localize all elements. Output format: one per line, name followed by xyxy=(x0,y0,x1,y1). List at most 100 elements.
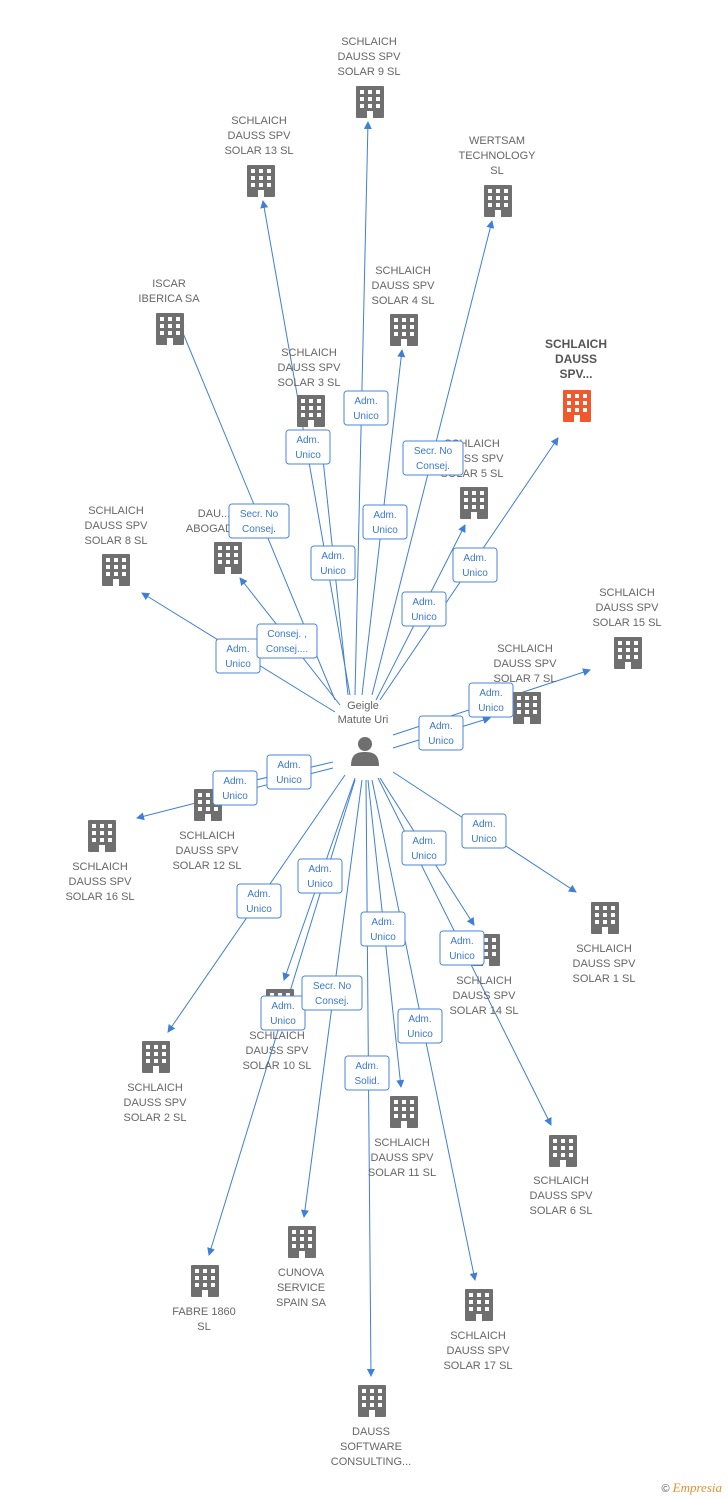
company-label-line: SERVICE xyxy=(277,1282,325,1294)
brand-logo[interactable]: Empresia xyxy=(672,1480,722,1495)
company-label-line: TECHNOLOGY xyxy=(458,150,536,162)
company-label-line: SPV... xyxy=(560,367,593,381)
building-icon xyxy=(356,86,384,118)
company-label-line: DAUSS SPV xyxy=(596,602,660,614)
relation-box xyxy=(452,547,498,583)
company-node-abogados[interactable]: DAU...ABOGAD... xyxy=(186,508,242,574)
relation-label-highlight[interactable]: Adm.Unico xyxy=(452,547,498,583)
company-label-line: SCHLAICH xyxy=(281,347,337,359)
relation-label-solar6[interactable]: Adm.Unico xyxy=(439,930,485,966)
company-label-line: SOLAR 4 SL xyxy=(372,295,435,307)
relation-text: Adm. xyxy=(277,760,300,771)
relation-label-solar7[interactable]: Adm.Unico xyxy=(418,715,464,751)
relation-box xyxy=(344,1055,390,1091)
company-label-line: DAUSS SPV xyxy=(338,51,402,63)
relation-text: Adm. xyxy=(308,864,331,875)
building-icon xyxy=(142,1041,170,1073)
relation-label-solar2[interactable]: Adm.Unico xyxy=(236,883,282,919)
relation-box xyxy=(468,682,514,718)
building-icon xyxy=(390,314,418,346)
relation-text: Unico xyxy=(411,851,437,862)
company-label-line: SOLAR 10 SL xyxy=(242,1060,311,1072)
relation-text: Unico xyxy=(462,568,488,579)
relation-label-solar1[interactable]: Adm.Unico xyxy=(461,813,507,849)
company-label-line: SCHLAICH xyxy=(249,1030,305,1042)
center-person[interactable]: Geigle Matute Uri xyxy=(338,700,389,766)
relation-box xyxy=(301,975,363,1011)
company-label-line: DAUSS SPV xyxy=(371,1152,435,1164)
relation-text: Consej. xyxy=(242,524,276,535)
relation-label-solar17[interactable]: Adm.Unico xyxy=(397,1008,443,1044)
relation-label-solar3[interactable]: Adm.Unico xyxy=(310,545,356,581)
relation-label-solar4[interactable]: Adm.Unico xyxy=(362,504,408,540)
relation-text: Unico xyxy=(307,879,333,890)
company-node-highlight[interactable]: SCHLAICHDAUSSSPV... xyxy=(545,337,607,422)
building-icon xyxy=(460,487,488,519)
relation-label-fabre[interactable]: Adm.Unico xyxy=(260,995,306,1031)
relation-text: Unico xyxy=(246,904,272,915)
relation-box xyxy=(362,504,408,540)
company-label-line: SOLAR 6 SL xyxy=(530,1205,593,1217)
building-icon xyxy=(563,390,591,422)
company-label-line: SOLAR 8 SL xyxy=(85,535,148,547)
relation-text: Unico xyxy=(407,1029,433,1040)
relation-box xyxy=(401,830,447,866)
relation-label-solar14[interactable]: Adm. Unico xyxy=(401,830,447,866)
relation-label-solar10[interactable]: Adm. Unico xyxy=(297,858,343,894)
relation-label-solar15[interactable]: Adm.Unico xyxy=(468,682,514,718)
relation-box xyxy=(461,813,507,849)
company-label-line: SCHLAICH xyxy=(341,36,397,48)
relation-box xyxy=(228,503,290,539)
relation-box xyxy=(343,390,389,426)
building-icon xyxy=(288,1226,316,1258)
relation-text: Consej.... xyxy=(266,644,308,655)
relation-label-abogados[interactable]: Consej. ,Consej.... xyxy=(256,623,318,659)
relation-text: Unico xyxy=(222,791,248,802)
company-label-line: SCHLAICH xyxy=(497,643,553,655)
relation-label-solar16[interactable]: Adm.Unico xyxy=(212,770,258,806)
building-icon xyxy=(513,692,541,724)
relation-text: Unico xyxy=(295,450,321,461)
relation-text: Adm. xyxy=(355,1061,378,1072)
relation-text: Secr. No xyxy=(414,446,453,457)
relation-text: Adm. xyxy=(296,435,319,446)
relation-label-solar9[interactable]: Adm.Unico xyxy=(343,390,389,426)
relation-label-solar12[interactable]: Adm.Unico xyxy=(266,754,312,790)
relation-label-solar13[interactable]: Adm. Unico xyxy=(285,429,331,465)
company-node-dauss_sw[interactable]: DAUSSSOFTWARECONSULTING... xyxy=(331,1385,411,1468)
company-label-line: SOLAR 1 SL xyxy=(573,973,636,985)
relation-text: Unico xyxy=(411,612,437,623)
relation-label-solar8[interactable]: Adm.Unico xyxy=(215,638,261,674)
relation-text: Unico xyxy=(320,566,346,577)
relation-label-solar5[interactable]: Adm.Unico xyxy=(401,591,447,627)
company-label-line: SCHLAICH xyxy=(599,587,655,599)
relation-label-solar11[interactable]: Adm.Unico xyxy=(360,911,406,947)
company-label-line: WERTSAM xyxy=(469,135,525,147)
relation-text: Adm. xyxy=(412,836,435,847)
relation-label-dauss_sw[interactable]: Adm.Solid. xyxy=(344,1055,390,1091)
